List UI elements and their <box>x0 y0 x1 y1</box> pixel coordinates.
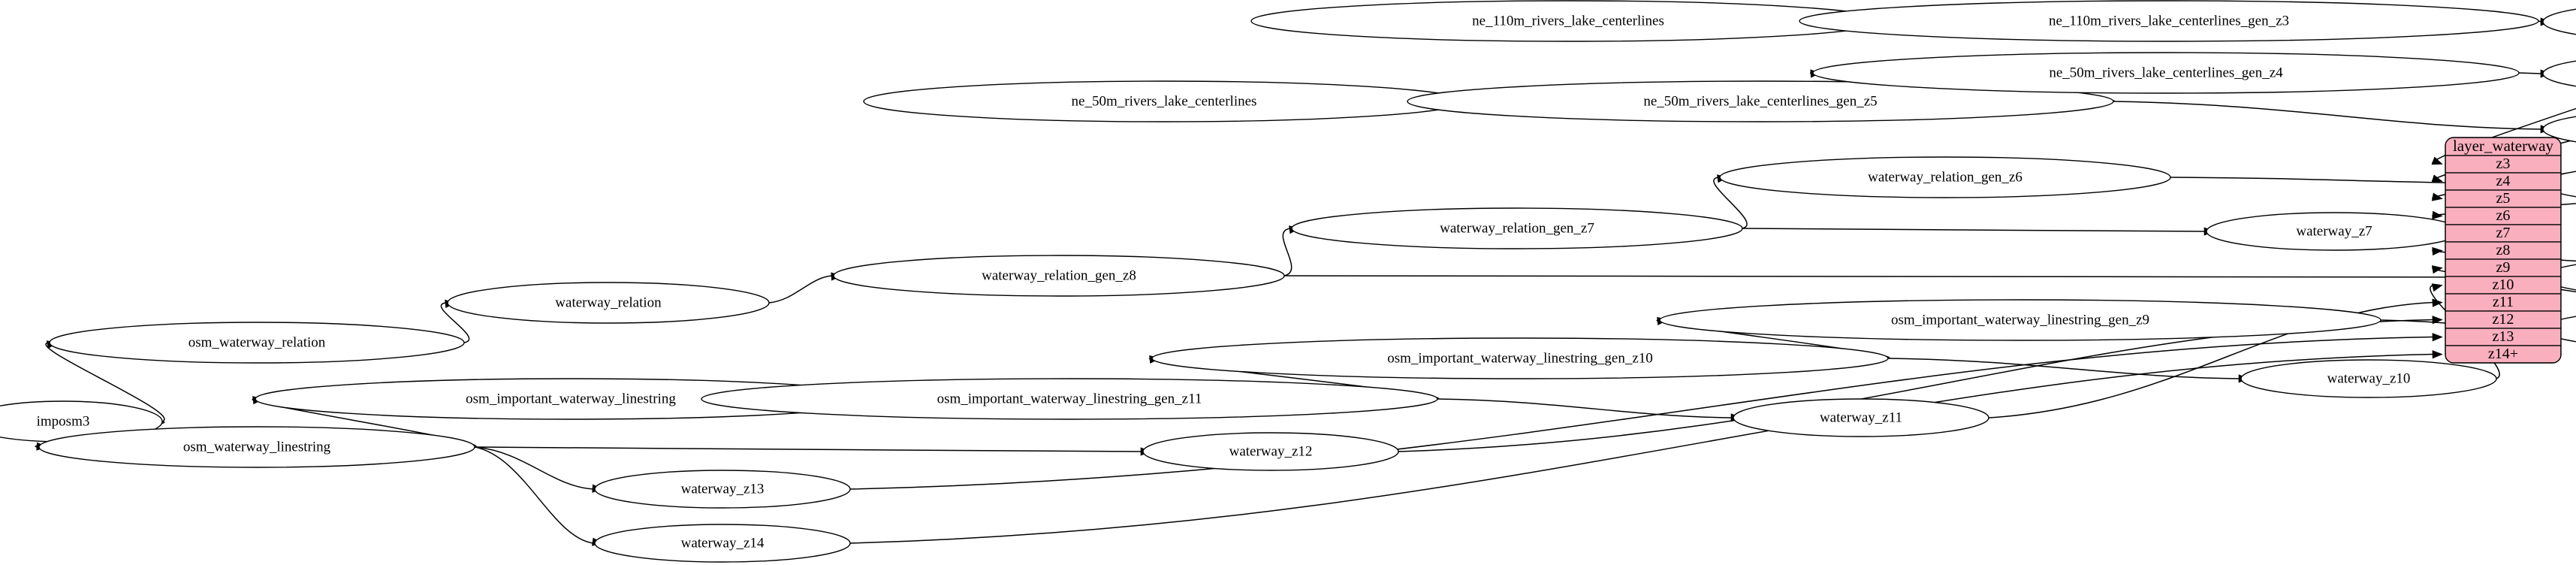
edge-osm_important_waterway_linestring_gen_z10-to-waterway_z10 <box>1887 358 2249 383</box>
layer-row-label-z9: z9 <box>2496 259 2511 276</box>
arrowhead <box>2431 156 2443 165</box>
arrowhead <box>2432 210 2443 219</box>
node-waterway_z13[interactable]: waterway_z13 <box>594 470 851 509</box>
edge-ne_50m_rivers_lake_centerlines_gen_z5-to-waterway_z5 <box>2113 101 2551 134</box>
layer-row-z14+[interactable] <box>2445 345 2561 363</box>
edge-waterway_relation_gen_z8-to-waterway_z8 <box>1283 273 2551 282</box>
layer-row-label-z12: z12 <box>2493 311 2514 328</box>
edge-osm_waterway_linestring-to-waterway_z12 <box>474 446 1151 456</box>
arrowhead <box>2432 350 2443 359</box>
arrowhead <box>2431 192 2443 201</box>
node-shape-waterway_z4 <box>2542 60 2576 87</box>
node-shape-ne_110m_rivers_lake_centerlines <box>1250 0 1886 42</box>
arrowhead <box>2431 174 2443 183</box>
layer-table-title-cell <box>2445 137 2561 156</box>
node-shape-ne_50m_rivers_lake_centerlines_gen_z4 <box>1812 52 2520 94</box>
node-waterway_z7[interactable]: waterway_z7 <box>2206 212 2463 251</box>
node-waterway_z5[interactable]: waterway_z5 <box>2542 110 2576 148</box>
edge-waterway_relation-to-waterway_relation_gen_z8 <box>768 272 842 304</box>
node-waterway_relation[interactable]: waterway_relation <box>447 282 770 324</box>
node-waterway_relation_gen_z8[interactable]: waterway_relation_gen_z8 <box>833 255 1285 297</box>
edge-waterway_z11-to-layer-z11 <box>1988 298 2443 418</box>
layer-row-label-z7: z7 <box>2496 225 2511 241</box>
node-osm_important_waterway_linestring_gen_z10[interactable]: osm_important_waterway_linestring_gen_z1… <box>1151 337 1889 379</box>
layer-table: layer_waterwayz3z4z5z6z7z8z9z10z11z12z13… <box>2445 137 2562 364</box>
node-shape-waterway_z11 <box>1733 398 1989 437</box>
node-ne_50m_rivers_lake_centerlines_gen_z4[interactable]: ne_50m_rivers_lake_centerlines_gen_z4 <box>1812 52 2520 94</box>
node-waterway_relation_gen_z6[interactable]: waterway_relation_gen_z6 <box>1719 156 2171 198</box>
layer-row-label-z6: z6 <box>2496 207 2511 224</box>
node-waterway_z10[interactable]: waterway_z10 <box>2240 359 2497 398</box>
node-osm_important_waterway_linestring_gen_z9[interactable]: osm_important_waterway_linestring_gen_z9 <box>1659 299 2381 341</box>
node-shape-waterway_relation_gen_z6 <box>1719 156 2171 198</box>
arrowhead <box>2432 333 2443 342</box>
layer-table-title: layer_waterway <box>2453 137 2554 155</box>
node-shape-waterway_z5 <box>2542 116 2576 143</box>
node-shape-waterway_z13 <box>594 470 851 509</box>
arrowhead <box>2432 246 2443 256</box>
node-ne_110m_rivers_lake_centerlines[interactable]: ne_110m_rivers_lake_centerlines <box>1250 0 1886 42</box>
arrowhead <box>2431 283 2443 292</box>
edge-waterway_z14-to-layer-z14+ <box>849 350 2443 544</box>
layer-row-label-z4: z4 <box>2496 173 2511 189</box>
layer-row-label-z14+: z14+ <box>2488 346 2518 362</box>
arrowhead <box>2432 298 2443 307</box>
node-shape-ne_50m_rivers_lake_centerlines_gen_z5 <box>1407 80 2114 122</box>
node-shape-waterway_z10 <box>2240 359 2497 398</box>
node-osm_important_waterway_linestring_gen_z11[interactable]: osm_important_waterway_linestring_gen_z1… <box>701 378 1438 420</box>
node-shape-waterway_z14 <box>594 524 851 563</box>
node-osm_waterway_linestring[interactable]: osm_waterway_linestring <box>38 426 475 468</box>
edge-waterway_z13-to-layer-z13 <box>849 333 2443 490</box>
node-shape-osm_important_waterway_linestring_gen_z10 <box>1151 337 1889 379</box>
edge-osm_important_waterway_linestring_gen_z11-to-waterway_z11 <box>1437 398 1742 422</box>
node-shape-osm_waterway_linestring <box>38 426 475 468</box>
layer-row-label-z5: z5 <box>2496 190 2511 207</box>
node-waterway_z12[interactable]: waterway_z12 <box>1142 432 1399 471</box>
layer-row-label-z10: z10 <box>2493 276 2514 293</box>
node-waterway_z14[interactable]: waterway_z14 <box>594 524 851 563</box>
arrowhead <box>2431 265 2443 274</box>
node-ne_110m_rivers_lake_centerlines_gen_z3[interactable]: ne_110m_rivers_lake_centerlines_gen_z3 <box>1799 0 2539 42</box>
node-shape-osm_important_waterway_linestring_gen_z11 <box>701 378 1438 420</box>
layer-table-group: layer_waterwayz3z4z5z6z7z8z9z10z11z12z13… <box>2445 137 2562 364</box>
node-waterway_relation_gen_z7[interactable]: waterway_relation_gen_z7 <box>1291 207 1743 249</box>
node-waterway_z4[interactable]: waterway_z4 <box>2542 55 2576 92</box>
layer-row-label-z8: z8 <box>2496 242 2511 258</box>
node-osm_waterway_relation[interactable]: osm_waterway_relation <box>49 322 465 364</box>
layer-row-label-z11: z11 <box>2493 294 2514 310</box>
node-shape-waterway_z12 <box>1142 432 1399 471</box>
layer-table-outline <box>2445 137 2562 364</box>
node-shape-waterway_z7 <box>2206 212 2463 251</box>
node-shape-osm_waterway_relation <box>49 322 465 364</box>
edge-waterway_relation_gen_z7-to-waterway_z7 <box>1742 227 2215 236</box>
node-shape-waterway_z3 <box>2542 8 2576 35</box>
node-waterway_z3[interactable]: waterway_z3 <box>2542 3 2576 41</box>
node-shape-ne_50m_rivers_lake_centerlines <box>863 80 1465 122</box>
node-shape-ne_110m_rivers_lake_centerlines_gen_z3 <box>1799 0 2539 42</box>
arrowhead <box>2432 316 2443 325</box>
node-shape-waterway_relation_gen_z8 <box>833 255 1285 297</box>
node-waterway_z11[interactable]: waterway_z11 <box>1733 398 1989 437</box>
layer-row-label-z3: z3 <box>2496 156 2511 172</box>
node-shape-waterway_relation <box>447 282 770 324</box>
node-shape-waterway_relation_gen_z7 <box>1291 207 1743 249</box>
node-ne_50m_rivers_lake_centerlines[interactable]: ne_50m_rivers_lake_centerlines <box>863 80 1465 122</box>
edge-osm_waterway_linestring-to-waterway_z14 <box>474 446 603 546</box>
edge-osm_waterway_linestring-to-waterway_z13 <box>474 446 603 493</box>
layer-row-label-z13: z13 <box>2493 328 2514 345</box>
node-shape-osm_important_waterway_linestring_gen_z9 <box>1659 299 2381 341</box>
